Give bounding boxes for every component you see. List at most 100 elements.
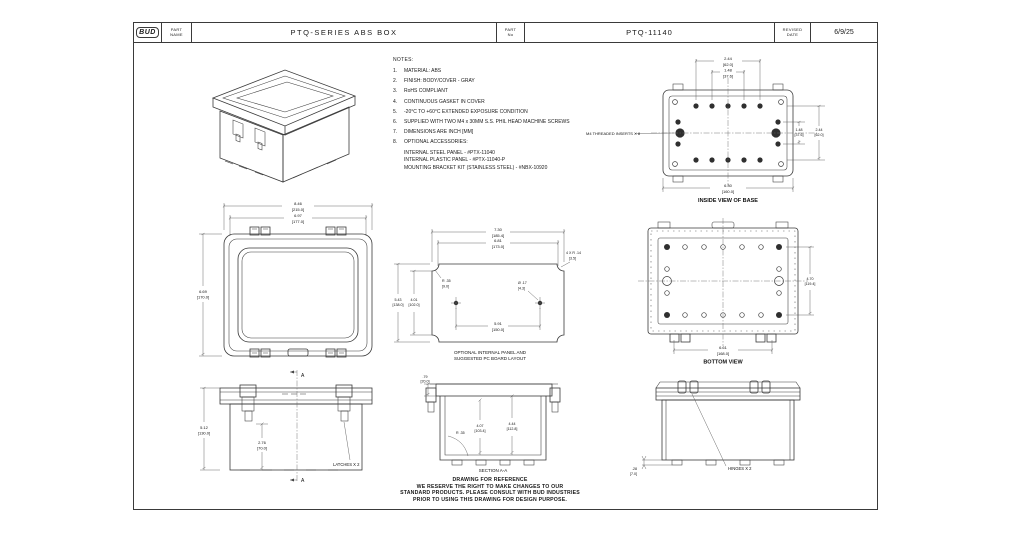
panel-caption: SUGGESTED PC BOARD LAYOUT [454,356,526,361]
hole-callout: [4.3] [518,287,525,291]
dim-text: [130.0] [198,431,210,436]
dim-text: 4.01 [411,298,418,302]
view-label: BOTTOM VIEW [703,360,743,366]
internal-panel-view: 7.30 [185.4] 6.81 [173.0] 5.43 [138.0] 4… [393,227,581,361]
note-item: 8.OPTIONAL ACCESSORIES: [393,139,468,146]
dim-text: 2.44 [724,56,733,61]
dim-text: [102.0] [409,303,420,307]
accessory-line: MOUNTING BRACKET KIT (STAINLESS STEEL) -… [404,164,548,171]
part-name-label: PART NAME [162,23,192,42]
dim-text: .28 [632,467,637,471]
revised-label-line1: REVISED [782,27,803,32]
dim-text: [168.0] [717,351,729,356]
radius-callout: R .35 [456,431,465,435]
top-view: 8.46 [215.0] 6.97 [177.0] 6.69 [170.0] [197,201,374,358]
dim-text: [150.0] [492,327,504,332]
isometric-view [211,69,357,183]
inserts-callout: M4 THREADED INSERTS X 8 [586,131,641,136]
dim-text: .79 [423,375,428,379]
revised-date-text: 6/9/25 [834,29,854,36]
dim-text: [170.0] [197,295,209,300]
latches-callout: LATCHES X 2 [333,462,360,467]
revised-label-line2: DATE [786,31,799,37]
part-no-label: PART No [497,23,525,42]
notes-heading: NOTES: [393,57,414,63]
view-label: SECTION A-A [479,468,508,473]
notes-block: NOTES: 1.MATERIAL: ABS 2.FINISH: BODY/CO… [393,57,628,172]
dim-text: 2.44 [816,128,823,132]
reference-note-line: WE RESERVE THE RIGHT TO MAKE CHANGES TO … [416,483,564,490]
part-number: PTQ-11140 [525,23,775,42]
dim-text: [173.0] [492,244,504,249]
dim-text: [160.0] [722,189,734,194]
note-item: 1.MATERIAL: ABS [393,68,442,74]
inside-base-view: 2.44 [62.0] 1.48 [37.6] 1.48 [37.6] 2.44… [586,56,825,204]
hinges-callout: HINGES X 2 [728,466,752,471]
drawing-title-text: PTQ-SERIES ABS BOX [290,28,398,37]
accessory-line: INTERNAL STEEL PANEL - #PTX-11040 [404,149,495,156]
dim-text: [70.0] [257,446,267,451]
part-name-label-line2: NAME [170,31,183,37]
bottom-view: 4.70 [119.4] 6.61 [168.0] BOTTOM VIEW [638,218,815,366]
dim-text: 6.97 [294,213,303,218]
reference-note-line: DRAWING FOR REFERENCE [452,477,528,483]
dim-text: [138.0] [393,303,404,307]
revised-date: 6/9/25 [811,23,877,42]
dim-text: [215.0] [292,207,304,212]
dim-text: 4.44 [509,422,516,426]
reference-note-line: STANDARD PRODUCTS. PLEASE CONSULT WITH B… [400,490,580,497]
dim-text: [62.0] [723,62,733,67]
dim-text: 8.46 [294,201,303,206]
dim-text: 4.07 [477,424,484,428]
accessory-line: INTERNAL PLASTIC PANEL - #PTX-11040-P [404,157,506,164]
part-no-label-line1: PART [504,27,517,32]
dim-text: [185.4] [492,233,504,238]
rear-view: .28 [7.0] HINGES X 2 [630,380,801,476]
section-marker-top: A [301,373,305,379]
corner-callout: 4 X R .14 [566,251,581,255]
note-item: 6.SUPPLIED WITH TWO M4 x 30MM S.S. PHIL … [393,118,570,125]
section-view: .79 [20.0] 4.07 [103.4] 4.44 [112.8] R .… [421,375,561,473]
corner-callout: [3.5] [569,257,576,261]
note-item: 5.-20°C TO +60°C EXTENDED EXPOSURE CONDI… [393,108,528,115]
dim-text: 7.30 [494,227,503,232]
dim-text: 6.69 [199,289,208,294]
dim-text: [62.0] [815,133,824,137]
part-name-label-line1: PART [170,27,183,32]
radius-callout: R .35 [442,279,451,283]
note-item: 7.DIMENSIONS ARE INCH [MM] [393,129,474,136]
part-number-text: PTQ-11140 [626,28,673,37]
section-marker-bottom: A [301,478,305,484]
company-logo: BUD [134,23,162,42]
dim-text: [112.8] [507,427,518,431]
front-view: 5.12 [130.0] 2.76 [70.0] A A LATCHES X 2 [198,370,373,484]
dim-text: [37.6] [795,133,804,137]
dim-text: 1.48 [724,68,733,73]
dim-text: [7.0] [630,472,637,476]
part-no-label-line2: No [507,31,514,37]
title-bar: BUD PART NAME PTQ-SERIES ABS BOX PART No… [134,23,877,43]
note-item: 2.FINISH: BODY/COVER - GRAY [393,78,475,85]
drawing-sheet: BUD PART NAME PTQ-SERIES ABS BOX PART No… [133,22,878,510]
dim-text: 4.70 [807,277,814,281]
dim-text: 6.30 [724,183,733,188]
note-item: 4.CONTINUOUS GASKET IN COVER [393,98,485,105]
dim-text: 6.61 [719,345,728,350]
drawing-title: PTQ-SERIES ABS BOX [192,23,497,42]
dim-text: 5.43 [395,298,402,302]
revised-date-label: REVISED DATE [775,23,811,42]
dim-text: 6.81 [494,238,503,243]
reference-note: DRAWING FOR REFERENCE WE RESERVE THE RIG… [348,477,632,503]
bud-logo-icon: BUD [136,27,159,38]
dim-text: [103.4] [475,429,486,433]
radius-callout: [9.0] [442,285,449,289]
view-label: INSIDE VIEW OF BASE [698,198,758,204]
dim-text: 5.12 [200,425,209,430]
dim-text: 1.48 [796,128,803,132]
dim-text: [20.0] [421,380,430,384]
dim-text: [177.0] [292,219,304,224]
note-item: 3.RoHS COMPLIANT [393,88,448,95]
hole-callout: Ø .17 [518,281,527,285]
dim-text: [37.6] [723,74,733,79]
